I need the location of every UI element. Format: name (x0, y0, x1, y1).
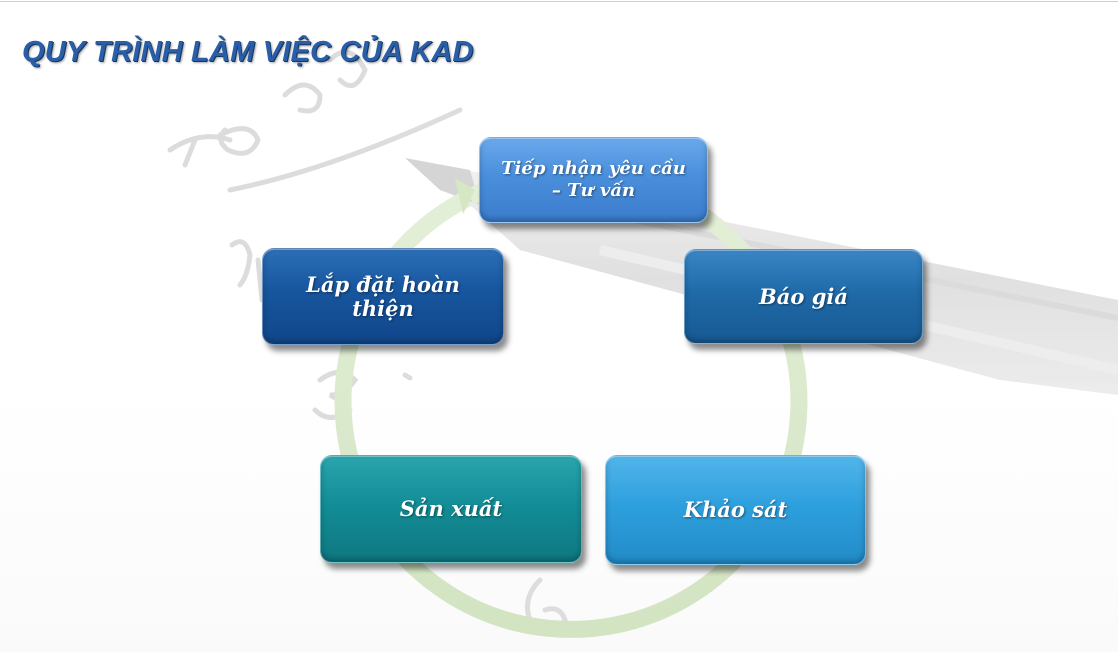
step-label: Tiếp nhận yêu cầu – Tư vấn (501, 158, 686, 201)
arrowhead-top (455, 178, 475, 214)
step-label: Sản xuất (399, 496, 503, 521)
step-tiep-nhan-yeu-cau: Tiếp nhận yêu cầu – Tư vấn (479, 137, 708, 223)
step-san-xuat: Sản xuất (320, 455, 582, 563)
step-bao-gia: Báo giá (684, 249, 923, 344)
cycle-arrowheads (455, 178, 475, 214)
step-label: Báo giá (759, 283, 848, 309)
step-lap-dat-hoan-thien: Lắp đặt hoàn thiện (262, 248, 504, 345)
step-label: Lắp đặt hoàn thiện (306, 271, 460, 321)
page-title: QUY TRÌNH LÀM VIỆC CỦA KAD (22, 36, 474, 68)
step-khao-sat: Khảo sát (605, 455, 866, 565)
top-border-line (0, 1, 1118, 2)
step-label: Khảo sát (683, 497, 788, 522)
